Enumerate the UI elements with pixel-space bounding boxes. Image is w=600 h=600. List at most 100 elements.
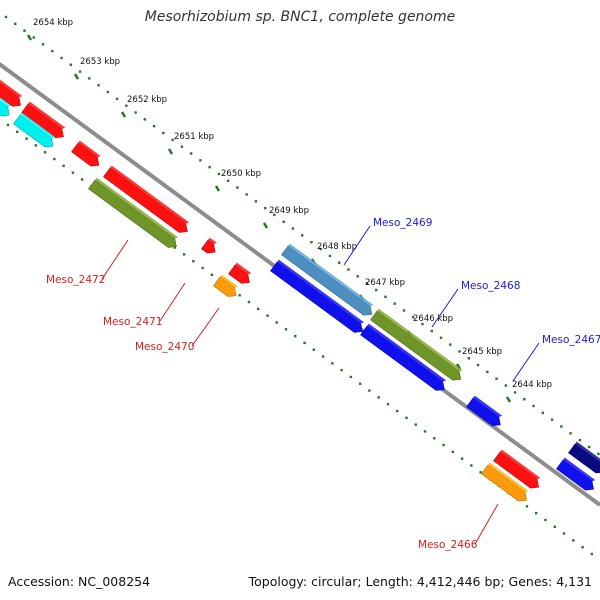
gene-navy-highlight <box>575 441 600 463</box>
outer-tick-dot <box>449 343 452 346</box>
gene-orange[interactable] <box>213 274 238 297</box>
gene-meso-2468-body[interactable] <box>370 310 462 381</box>
outer-tick-dot <box>476 363 480 367</box>
outer-tick-dot <box>106 90 110 94</box>
inner-tick-dot <box>581 545 584 549</box>
gene-red[interactable] <box>201 237 218 254</box>
gene-cyan[interactable] <box>13 112 55 148</box>
outer-tick-dot <box>88 77 91 80</box>
gene-red[interactable] <box>493 449 541 489</box>
inner-tick-dot <box>34 144 38 147</box>
outer-tick-dot <box>597 452 600 455</box>
gene-blue[interactable] <box>270 259 365 333</box>
callout-meso-2467-leader <box>512 342 540 382</box>
outer-tick-dot <box>4 15 8 19</box>
inner-tick-dot <box>479 471 482 474</box>
outer-tick-dot <box>69 63 72 66</box>
inner-tick-dot <box>294 334 297 338</box>
gene-red-highlight <box>110 165 190 224</box>
inner-tick-dot <box>266 314 269 317</box>
outer-tick-dot <box>310 241 313 244</box>
gene-cyan-body[interactable] <box>0 100 10 117</box>
gene-red-body[interactable] <box>71 142 100 167</box>
gene-meso-2467[interactable] <box>466 395 503 427</box>
callout-meso-2471-label[interactable]: Meso_2471 <box>103 316 162 328</box>
inner-tick-dot <box>284 328 288 331</box>
gene-cyan-body[interactable] <box>13 114 54 148</box>
gene-meso-2466-highlight <box>488 462 529 493</box>
gene-cyan-highlight <box>20 112 55 139</box>
gene-blue-highlight <box>563 457 596 482</box>
gene-red[interactable] <box>71 140 101 167</box>
gene-meso-2466[interactable] <box>481 462 529 502</box>
gene-red[interactable] <box>0 79 23 107</box>
outer-tick-dot <box>495 377 498 380</box>
outer-tick-dot <box>300 234 304 237</box>
inner-tick-dot <box>340 368 343 372</box>
gene-cyan[interactable] <box>0 97 12 117</box>
gene-blue[interactable] <box>556 457 596 491</box>
outer-tick-dot <box>421 322 424 326</box>
gene-red[interactable] <box>21 101 66 139</box>
outer-tick-dot <box>14 22 17 26</box>
gene-meso-2467-body[interactable] <box>466 397 501 427</box>
gene-olive[interactable] <box>88 177 179 248</box>
gene-red-highlight <box>208 237 218 245</box>
gene-meso-2469-body[interactable] <box>281 245 373 316</box>
gene-orange-body[interactable] <box>213 276 237 297</box>
inner-tick-dot <box>349 375 353 379</box>
outer-tick-dot <box>263 206 267 210</box>
gene-meso-2469[interactable] <box>281 243 374 316</box>
gene-red[interactable] <box>103 165 190 233</box>
gene-meso-2468[interactable] <box>370 308 463 381</box>
outer-tick-dot <box>486 370 489 374</box>
callout-meso-2470-label[interactable]: Meso_2470 <box>135 341 194 353</box>
callout-meso-2472-label[interactable]: Meso_2472 <box>46 274 105 286</box>
outer-tick-dot <box>430 329 433 333</box>
inner-tick-dot <box>312 348 316 351</box>
callout-meso-2468-leader <box>431 288 459 328</box>
outer-tick-dot <box>180 145 184 148</box>
inner-tick-dot <box>62 164 65 168</box>
inner-tick-dot <box>16 130 19 134</box>
callout-meso-2469-label[interactable]: Meso_2469 <box>373 217 432 229</box>
outer-tick-dot <box>208 165 211 169</box>
inner-tick-dot <box>358 382 362 385</box>
inner-tick-dot <box>321 355 325 358</box>
inner-tick-dot <box>53 157 56 161</box>
outer-tick-dot <box>134 111 137 114</box>
outer-tick-dot <box>199 159 202 162</box>
callout-meso-2472-leader <box>101 239 129 280</box>
outer-tick-dot <box>115 97 119 101</box>
gene-red-highlight <box>500 449 541 480</box>
inner-tick-dot <box>377 396 380 399</box>
inner-tick-dot <box>562 532 566 535</box>
inner-tick-dot <box>525 505 529 508</box>
tick-label: 2652 kbp <box>127 95 167 105</box>
gene-cyan-highlight <box>0 97 12 108</box>
callout-meso-2467-label[interactable]: Meso_2467 <box>542 334 600 346</box>
inner-tick-dot <box>6 123 10 127</box>
callout-meso-2468-label[interactable]: Meso_2468 <box>461 280 520 292</box>
callout-meso-2466-label[interactable]: Meso_2466 <box>418 539 478 551</box>
inner-tick-dot <box>331 362 334 365</box>
genome-summary-text: Topology: circular; Length: 4,412,446 bp… <box>248 574 592 589</box>
outer-tick-dot <box>97 84 100 87</box>
outer-tick-dot <box>217 172 221 176</box>
callout-meso-2471-leader <box>159 282 186 322</box>
inner-tick-dot <box>275 321 278 324</box>
outer-tick-dot <box>375 288 378 292</box>
major-tick <box>167 148 174 155</box>
gene-blue-highlight <box>277 259 365 324</box>
gene-red[interactable] <box>228 262 252 284</box>
outer-tick-dot <box>412 316 415 319</box>
gene-red-body[interactable] <box>201 239 216 254</box>
gene-blue[interactable] <box>360 323 447 391</box>
gene-red-highlight <box>28 101 66 129</box>
tick-label: 2644 kbp <box>512 380 552 390</box>
inner-tick-dot <box>535 511 538 515</box>
outer-tick-dot <box>523 397 526 401</box>
major-tick <box>262 222 269 229</box>
